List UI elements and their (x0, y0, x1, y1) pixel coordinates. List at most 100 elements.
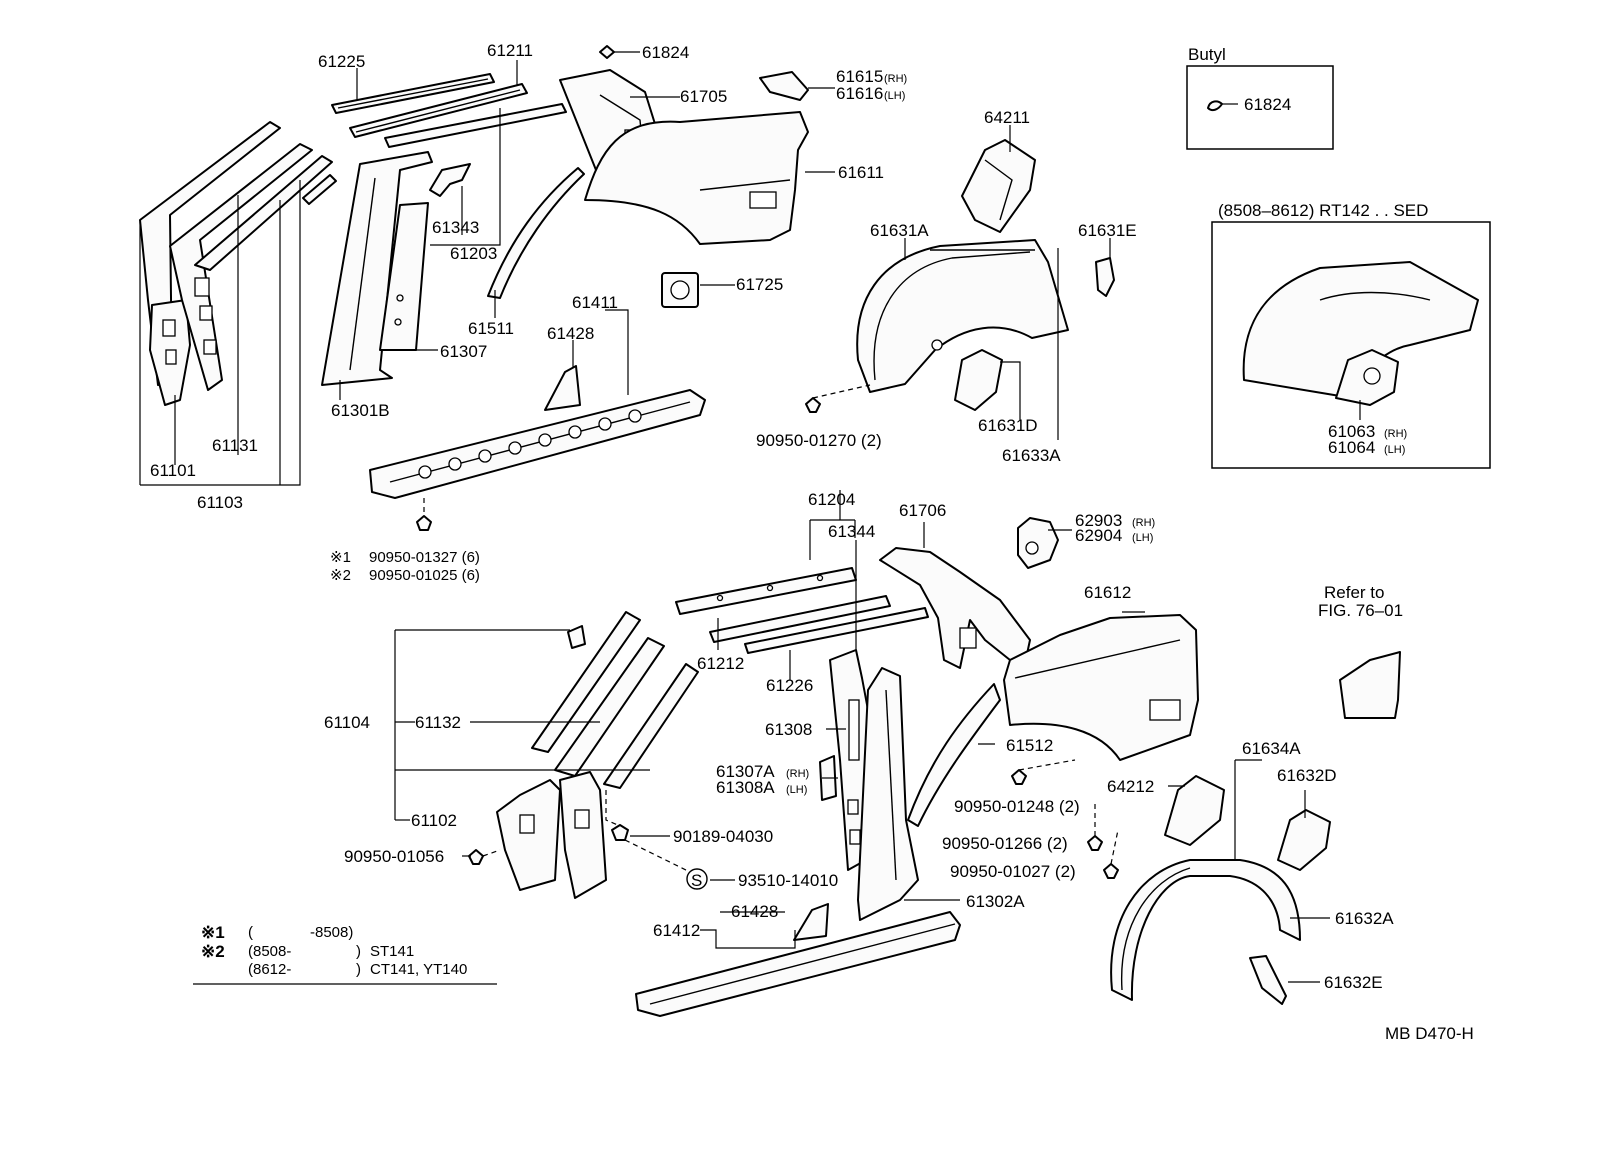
butyl-title: Butyl (1188, 45, 1226, 64)
note-1-mark: ※1 (330, 549, 351, 566)
clip-61411 (416, 515, 432, 531)
label-61615: 61615 (836, 67, 883, 86)
label-61344: 61344 (828, 522, 875, 541)
label-61616: 61616 (836, 84, 883, 103)
mud-flap (1339, 651, 1401, 719)
label-61226: 61226 (766, 676, 813, 695)
sedan-title: (8508–8612) RT142 . . SED (1218, 201, 1428, 220)
label-61301B: 61301B (331, 401, 390, 420)
label-61343: 61343 (432, 218, 479, 237)
label-61633A: 61633A (1002, 446, 1061, 465)
sedan-part-lh-side: (LH) (1384, 444, 1405, 456)
wheel-arch-61512 (907, 683, 1001, 827)
clip-90950-01056 (468, 849, 484, 865)
label-61632A: 61632A (1335, 909, 1394, 928)
label-90189-04030: 90189-04030 (673, 827, 773, 846)
label-64211: 64211 (984, 108, 1030, 127)
clip-90950-01270 (805, 397, 821, 413)
label-61615-side: (RH) (884, 73, 907, 85)
leader-lines (139, 51, 1361, 983)
legend-2-paren: ) (356, 943, 361, 960)
center-pillar-inner-61307 (379, 202, 429, 351)
label-61428-bottom: 61428 (731, 902, 778, 921)
label-90950-01056: 90950-01056 (344, 847, 444, 866)
label-61631A: 61631A (870, 221, 929, 240)
dashed-fastener-lines (423, 384, 1119, 873)
bracket-61631D (954, 349, 1003, 411)
label-61225: 61225 (318, 52, 365, 71)
label-61612: 61612 (1084, 583, 1131, 602)
refer-line-1: Refer to (1324, 583, 1384, 602)
label-90950-01027: 90950-01027 (2) (950, 862, 1076, 881)
note-2-mark: ※2 (330, 567, 351, 584)
label-61631E: 61631E (1078, 221, 1137, 240)
label-62904: 62904 (1075, 526, 1122, 545)
label-90950-01248: 90950-01248 (2) (954, 797, 1080, 816)
bracket-61632D (1277, 809, 1331, 871)
label-61705: 61705 (680, 87, 727, 106)
pillar-61132 (554, 637, 665, 777)
legend-1-mark: ※1 (201, 923, 225, 942)
label-61632D: 61632D (1277, 766, 1337, 785)
label-61512: 61512 (1006, 736, 1053, 755)
legend-3-paren: ) (356, 961, 361, 978)
sedan-part-rh-side: (RH) (1384, 428, 1407, 440)
legend-3-model: CT141, YT140 (370, 961, 467, 978)
label-93510-14010: 93510-14010 (738, 871, 838, 890)
roof-rail-61344 (709, 595, 891, 643)
rocker-panel-61412 (635, 911, 961, 1017)
s-symbol: S (691, 871, 702, 890)
label-61308A: 61308A (716, 778, 775, 797)
label-61307: 61307 (440, 342, 487, 361)
gusset-61428-top (544, 365, 581, 411)
refer-line-2: FIG. 76–01 (1318, 601, 1403, 620)
label-61631D: 61631D (978, 416, 1038, 435)
label-61634A: 61634A (1242, 739, 1301, 758)
pillar-61104 (531, 611, 641, 753)
label-61725: 61725 (736, 275, 783, 294)
rocker-panel-61411 (369, 389, 706, 499)
label-90950-01266: 90950-01266 (2) (942, 834, 1068, 853)
label-61203: 61203 (450, 244, 497, 263)
wheelhouse-61632A (1110, 859, 1301, 1001)
label-61308A-side: (LH) (786, 784, 807, 796)
label-61411: 61411 (572, 293, 618, 312)
plug-61824 (599, 45, 615, 59)
butyl-part-icon (1207, 100, 1223, 112)
bracket-61631E (1095, 257, 1115, 297)
center-pillar-61301B (321, 151, 433, 386)
label-61412: 61412 (653, 921, 700, 940)
legend-2-model: ST141 (370, 943, 414, 960)
label-61102: 61102 (411, 811, 457, 830)
label-61611: 61611 (838, 163, 884, 182)
wheel-arch-61511 (487, 167, 585, 299)
bracket-64212 (1164, 775, 1225, 846)
roof-rail-61211 (349, 83, 528, 138)
roof-rail-61203 (384, 103, 567, 148)
label-90950-01270: 90950-01270 (2) (756, 431, 882, 450)
label-61132: 61132 (415, 713, 461, 732)
pillar-reinforcement-61103 (194, 155, 337, 271)
label-61307A: 61307A (716, 762, 775, 781)
sedan-box (1211, 221, 1491, 469)
sedan-part-rh: 61063 (1328, 422, 1375, 441)
pillar-61102-inner (603, 663, 699, 789)
label-61428-top: 61428 (547, 324, 594, 343)
roof-rail-61212 (744, 607, 929, 654)
label-61824: 61824 (642, 43, 689, 62)
quarter-panel-61612 (1003, 614, 1199, 761)
legend-1-paren: ( (248, 924, 253, 941)
butyl-box (1186, 65, 1334, 150)
fuel-lid-box-61725 (661, 272, 699, 308)
bracket-61343 (429, 163, 471, 197)
legend-3-range: (8612- (248, 961, 291, 978)
label-61308: 61308 (765, 720, 812, 739)
label-61103: 61103 (197, 493, 243, 512)
label-62904-side: (LH) (1132, 532, 1153, 544)
label-64212: 64212 (1107, 777, 1154, 796)
front-pillar-61101 (139, 121, 281, 406)
bracket-61615-61616 (759, 71, 809, 101)
pillar-61102 (496, 771, 607, 899)
label-62903-side: (RH) (1132, 517, 1155, 529)
